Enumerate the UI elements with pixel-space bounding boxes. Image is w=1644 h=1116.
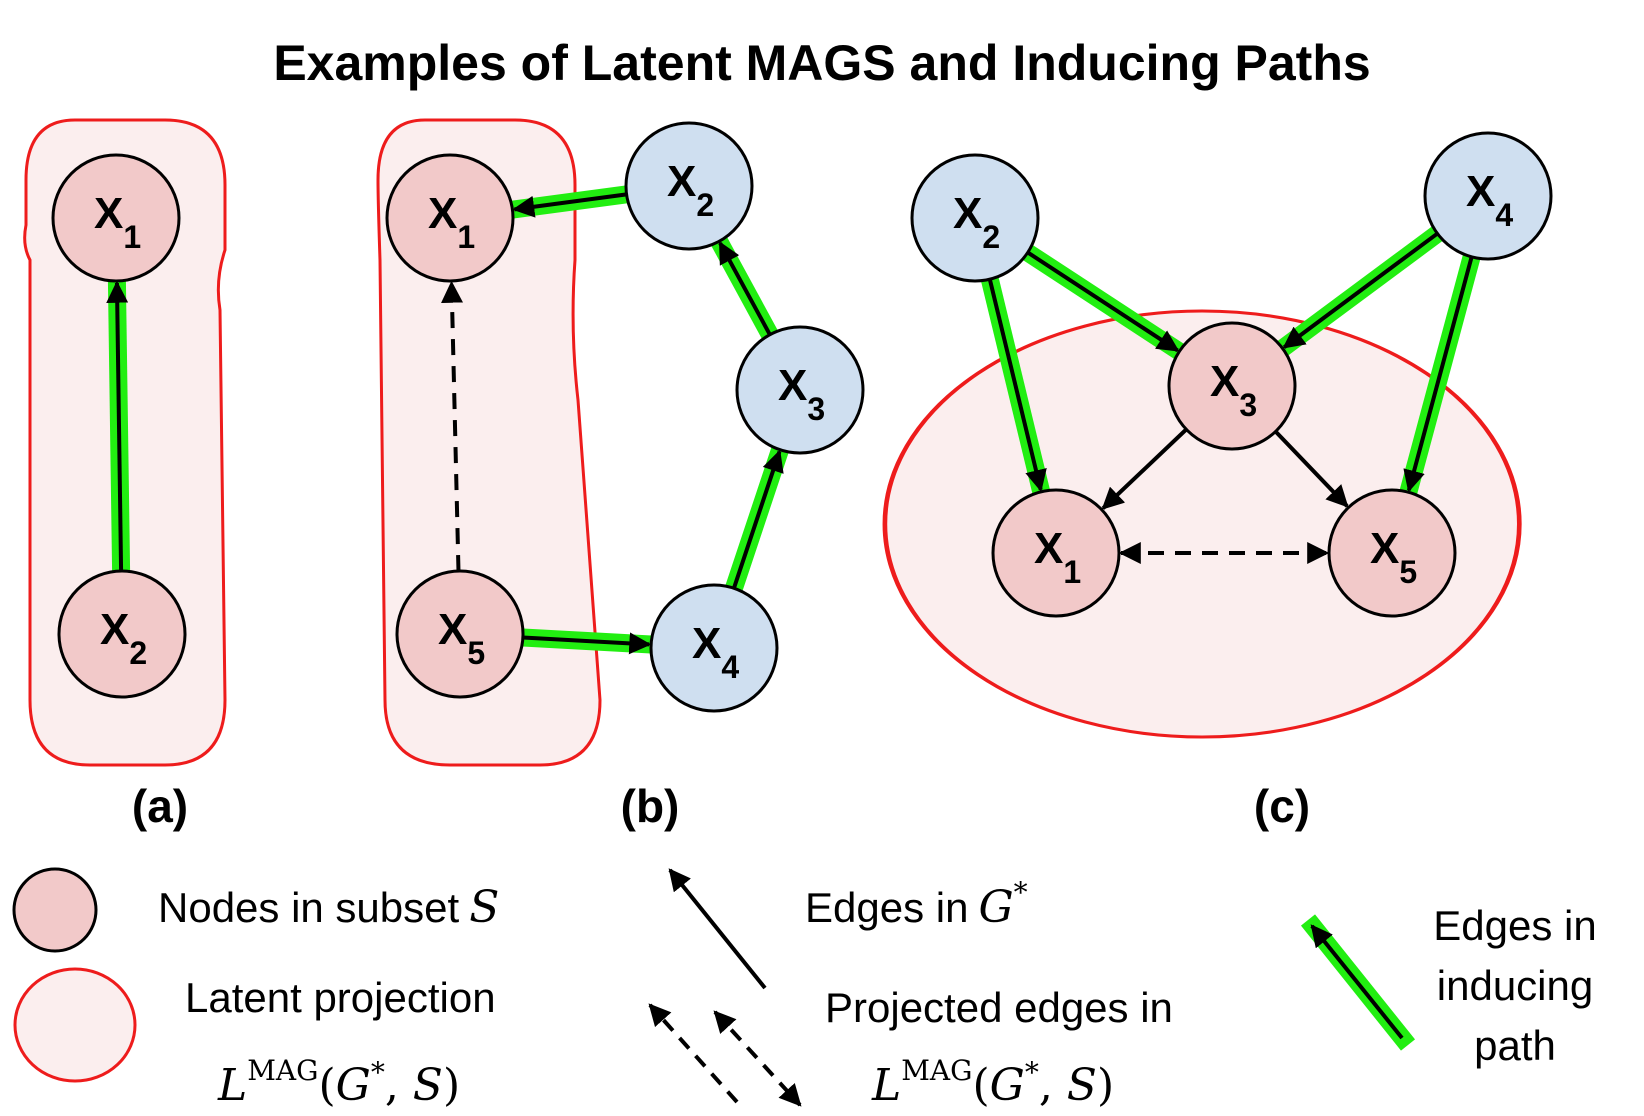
legend-lmag-right: LMAG(G*, S) [871,1054,1114,1111]
legend-inducing-arrow [1310,924,1404,1040]
node-label-subscript: 1 [1063,554,1081,590]
legend-projected-edge-icon-1 [648,1003,739,1104]
node-label: X2 [100,605,147,671]
node-label-letter: X [953,189,982,238]
legend-edge-g-icon [668,868,767,990]
legend-subset-node-icon [12,867,98,953]
legend-latent-region-icon [13,967,137,1083]
node-label: X1 [1034,524,1081,590]
node-label-subscript: 4 [1495,197,1513,233]
node-label-letter: X [428,189,457,238]
node-label-letter: X [692,619,721,668]
node-label-subscript: 2 [129,635,147,671]
legend-projected-edge-icon-2 [713,1010,802,1107]
node-label-subscript: 5 [1399,554,1417,590]
edge-c_x2-c_x1-arrow [987,278,1047,492]
node-c-x3: X3 [1167,321,1297,451]
node-label: X3 [778,361,825,427]
node-label-subscript: 4 [721,649,739,685]
node-b-x5: X5 [395,569,525,699]
node-a-x2: X2 [57,569,187,699]
node-b-x3: X3 [735,325,865,455]
node-label: X4 [1466,167,1513,233]
node-circle [624,121,754,251]
node-circle [649,583,779,713]
panel-label-b: (b) [621,780,680,832]
node-circle [51,153,181,283]
edge-c_x3-c_x1-arrow [1101,427,1188,510]
node-label-subscript: 5 [467,635,485,671]
edge-b_x4-b_x3-arrow [732,449,784,589]
legend-inducing-line1: Edges in [1433,902,1596,949]
node-label-letter: X [778,361,807,410]
node-circle [910,153,1040,283]
node-label-letter: X [1466,167,1495,216]
node-circle [991,488,1121,618]
node-label: X2 [667,157,714,223]
node-label-subscript: 3 [1239,387,1257,423]
node-label: X1 [94,189,141,255]
node-label: X5 [1370,524,1417,590]
edge-b_x2-b_x1-arrow [512,192,627,218]
node-label: X3 [1210,357,1257,423]
node-b-x4: X4 [649,583,779,713]
node-label-subscript: 1 [457,219,475,255]
edge-a_x2-a_x1-arrow [106,280,129,572]
panel-label-a: (a) [132,780,188,832]
node-circle [1423,131,1553,261]
node-circle [57,569,187,699]
node-label-subscript: 3 [807,391,825,427]
node-label-letter: X [1034,524,1063,573]
node-label-letter: X [1370,524,1399,573]
node-circle [395,569,525,699]
node-label: X5 [438,605,485,671]
panel-label-c: (c) [1254,780,1310,832]
edges-layer [106,185,1481,655]
node-label-letter: X [667,157,696,206]
edge-c_x4-c_x5-arrow [1403,256,1474,493]
edge-b_x5-b_x1-projected-arrow [441,280,464,572]
legend-inducing-line2: inducing [1437,962,1593,1009]
node-a-x1: X1 [51,153,181,283]
node-circle [385,153,515,283]
node-circle [1327,488,1457,618]
legend-projected-edges: Projected edges in [825,984,1173,1031]
node-b-x1: X1 [385,153,515,283]
legend-lmag-left: LMAG(G*, S) [217,1054,460,1111]
node-c-x4: X4 [1423,131,1553,261]
node-label-letter: X [94,189,123,238]
diagram-title: Examples of Latent MAGS and Inducing Pat… [273,35,1370,91]
node-c-x5: X5 [1327,488,1457,618]
node-label-letter: X [100,605,129,654]
node-label-subscript: 2 [696,187,714,223]
legend-latent-projection: Latent projection [185,974,496,1021]
node-c-x2: X2 [910,153,1040,283]
legend-inducing-line3: path [1474,1022,1556,1069]
node-label: X2 [953,189,1000,255]
edge-b_x5-b_x4-arrow [522,632,652,655]
node-label-subscript: 2 [982,219,1000,255]
edge-c_x2-c_x3-arrow [1026,250,1180,353]
node-circle [735,325,865,455]
edge-c_x3-c_x5-arrow [1274,430,1349,508]
latent-region-c [882,309,1522,739]
node-label-subscript: 1 [123,219,141,255]
node-label: X1 [428,189,475,255]
node-c-x1: X1 [991,488,1121,618]
node-label-letter: X [1210,357,1239,406]
node-label-letter: X [438,605,467,654]
edge-c_x4-c_x3-arrow [1282,231,1439,349]
node-b-x2: X2 [624,121,754,251]
node-label: X4 [692,619,739,685]
edge-b_x3-b_x2-arrow [718,241,772,336]
node-circle [1167,321,1297,451]
